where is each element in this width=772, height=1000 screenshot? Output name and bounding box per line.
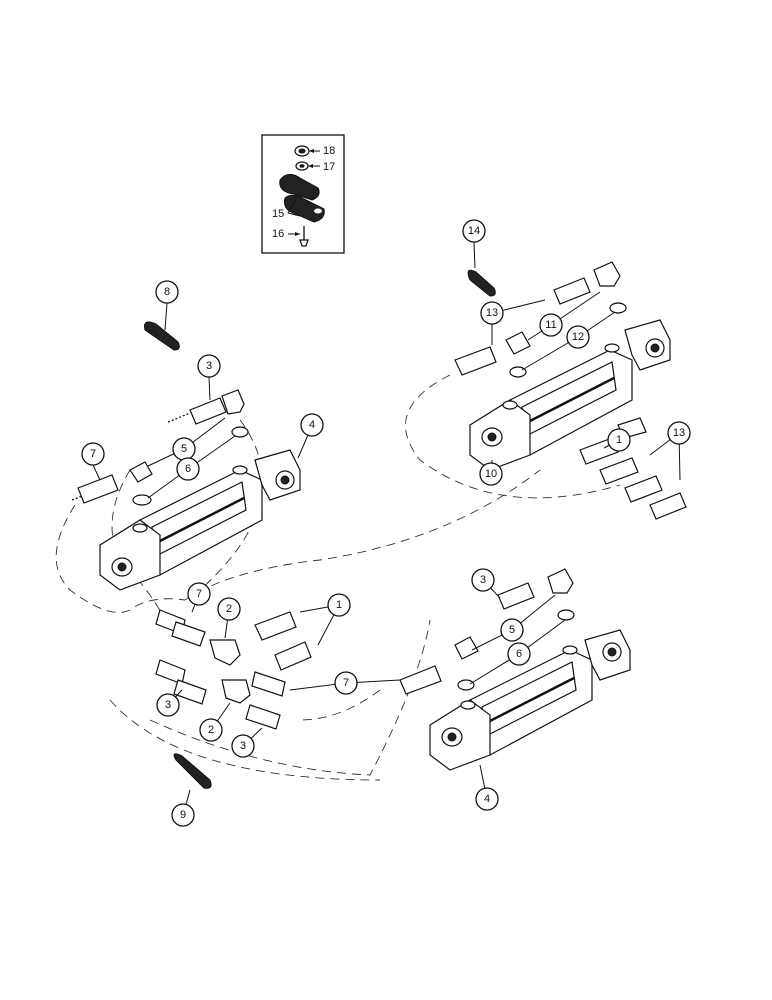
callout-4a-text: 4 (309, 419, 315, 431)
callout-5-top-left: 5 (172, 437, 196, 461)
callout-7b-text: 7 (196, 588, 202, 600)
callout-12: 12 (566, 325, 590, 349)
callout-6-bottom-right: 6 (507, 642, 531, 666)
callout-10: 10 (479, 462, 503, 486)
callout-3b-text: 3 (165, 699, 171, 711)
callout-1-center: 1 (327, 593, 351, 617)
callout-14-text: 14 (468, 225, 480, 237)
cable-ties (144, 269, 496, 789)
callout-11: 11 (539, 313, 563, 337)
callout-2b-text: 2 (208, 724, 214, 736)
callout-7c-text: 7 (343, 677, 349, 689)
callout-10-text: 10 (485, 468, 497, 480)
callout-3d-text: 3 (480, 574, 486, 586)
callout-12-text: 12 (572, 331, 584, 343)
callout-3-bottom-right: 3 (471, 568, 495, 592)
callout-2-center-bottom: 2 (199, 718, 223, 742)
callout-6-top-left: 6 (176, 457, 200, 481)
clamp-hardware-inset: 18 17 15 16 (261, 134, 345, 254)
callout-7-top-left: 7 (81, 442, 105, 466)
callout-13-right: 13 (667, 421, 691, 445)
callout-8-text: 8 (164, 286, 170, 298)
callout-6a-text: 6 (185, 463, 191, 475)
callout-1-top-right: 1 (607, 428, 631, 452)
cylinder-bottom-right (429, 629, 631, 771)
callout-6b-text: 6 (516, 648, 522, 660)
callout-9-text: 9 (180, 809, 186, 821)
cylinder-top-right (469, 319, 671, 471)
callout-18-label: 18 (323, 145, 335, 157)
callout-2a-text: 2 (226, 603, 232, 615)
callout-13-top: 13 (480, 301, 504, 325)
callout-8: 8 (155, 280, 179, 304)
callout-4-bottom-right: 4 (475, 787, 499, 811)
hose-routing-lines (55, 374, 621, 781)
callout-4-top-left: 4 (300, 413, 324, 437)
callout-16-label: 16 (272, 228, 284, 240)
callout-3-center-bottom: 3 (231, 734, 255, 758)
callout-1b-text: 1 (336, 599, 342, 611)
callout-2-center-top: 2 (217, 597, 241, 621)
callout-15-label: 15 (272, 208, 284, 220)
callout-7a-text: 7 (90, 448, 96, 460)
callout-5b-text: 5 (509, 624, 515, 636)
callout-14: 14 (462, 219, 486, 243)
callout-7-center-left: 7 (187, 582, 211, 606)
callout-3c-text: 3 (240, 740, 246, 752)
callout-13a-text: 13 (486, 307, 498, 319)
callout-4b-text: 4 (484, 793, 490, 805)
callout-3-center-left: 3 (156, 693, 180, 717)
callout-11-text: 11 (545, 319, 556, 331)
callout-3a-text: 3 (206, 360, 212, 372)
cylinder-top-left (99, 449, 301, 591)
callout-3-top-left: 3 (197, 354, 221, 378)
hose-fittings (71, 261, 687, 730)
callout-1a-text: 1 (616, 434, 622, 446)
callout-5a-text: 5 (181, 443, 187, 455)
callout-5-bottom-right: 5 (500, 618, 524, 642)
callout-9: 9 (171, 803, 195, 827)
callout-17-label: 17 (323, 161, 335, 173)
callout-13b-text: 13 (673, 427, 685, 439)
callout-7-center: 7 (334, 671, 358, 695)
